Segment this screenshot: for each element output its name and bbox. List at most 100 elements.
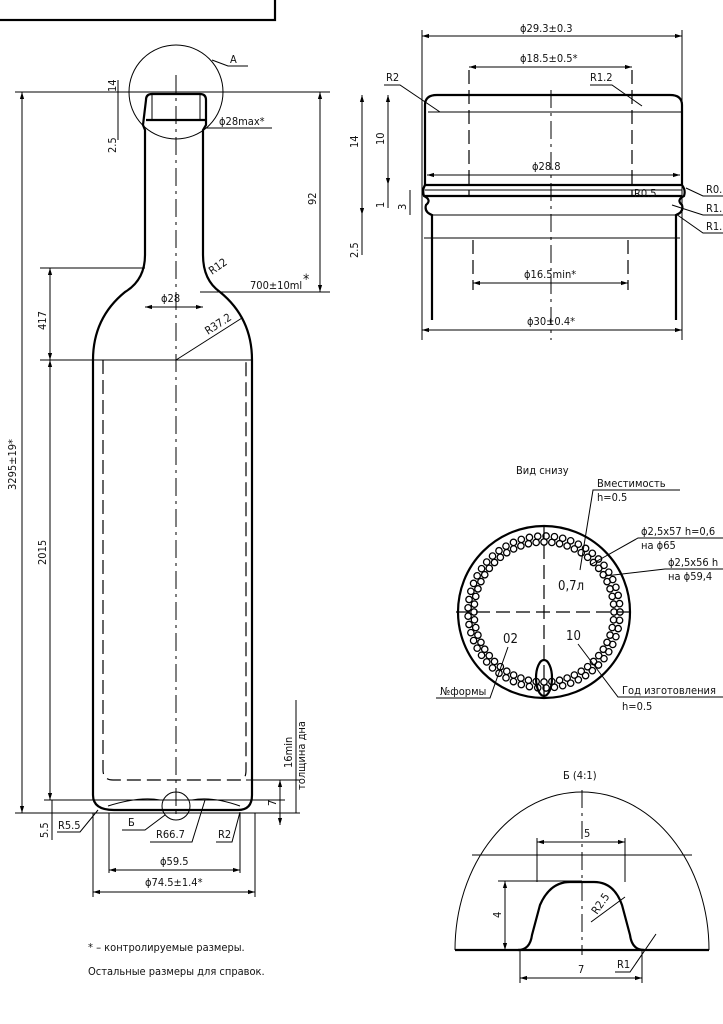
note-controlled: * – контролируемые размеры. [88, 941, 245, 954]
bottom-dot [465, 620, 473, 629]
bottom-dot [606, 585, 614, 593]
bottom-dot [477, 638, 485, 647]
bottom-dot [594, 651, 603, 660]
dim-finish-14: 14 [348, 135, 361, 148]
dots-inner-spec: ϕ2,5x56 h [668, 556, 718, 569]
bottom-dot [469, 636, 478, 645]
bottom-dot [574, 540, 583, 549]
bottom-dot [555, 676, 564, 685]
dim-finish-1: 1 [374, 202, 387, 208]
dim-detail-r1: R1 [617, 958, 630, 971]
bottom-dot [485, 651, 494, 660]
mold-number-mark: 02 [503, 632, 518, 647]
bottom-dot [496, 553, 505, 562]
bottom-dot [490, 558, 499, 567]
bottom-dot [532, 538, 541, 547]
bottom-dot [608, 623, 617, 632]
dim-2015: 2015 [36, 540, 49, 565]
bottom-dot [606, 631, 614, 639]
finish-detail-view: ϕ29.3±0.3 ϕ18.5±0.5* R2 R1.2 ϕ28.8 R0.5 … [348, 22, 723, 340]
bottom-dot [477, 577, 485, 586]
bottom-dot [482, 658, 491, 666]
bottom-dot [509, 671, 518, 679]
dim-d18-5: ϕ18.5±0.5* [520, 52, 578, 65]
bottom-view-title: Вид снизу [516, 464, 569, 477]
bottom-dot [480, 570, 489, 579]
bottom-dot [517, 542, 525, 550]
bottom-dot [588, 666, 597, 675]
dim-d29-3: ϕ29.3±0.3 [520, 22, 573, 35]
dim-d16-5: ϕ16.5min* [524, 268, 576, 281]
year-label: Год изготовления [622, 684, 716, 697]
dim-r66-7: R66.7 [156, 828, 185, 841]
bottom-dot [502, 542, 510, 551]
capacity-label: Вместимость [597, 477, 666, 490]
dim-5-5: 5.5 [38, 822, 51, 838]
bottom-dot [574, 675, 583, 684]
bottom-dot [471, 623, 480, 632]
dim-bottom-thickness: 16min [282, 737, 295, 768]
note-reference: Остальные размеры для справок. [88, 965, 265, 978]
capacity-height: h=0.5 [597, 491, 627, 504]
dim-14: 14 [106, 79, 119, 92]
bottom-dot [583, 662, 592, 671]
bottom-dot [599, 645, 608, 654]
bottom-dot [464, 612, 472, 621]
bottom-dot [577, 548, 586, 557]
bottom-dot [581, 671, 590, 680]
bottom-dot [485, 564, 494, 573]
bottom-dot [467, 587, 475, 596]
year-mark: 10 [566, 629, 581, 644]
dim-detail-4: 4 [491, 912, 504, 918]
dim-detail-r2-5: R2.5 [589, 891, 613, 917]
bottom-dot [547, 538, 556, 547]
bottom-dot [480, 645, 489, 654]
bottom-view: Вид снизу 0,7л 02 10 Вместимость h=0.5 ϕ… [436, 464, 723, 713]
bottom-dot [473, 571, 482, 580]
bottom-dot [502, 548, 511, 557]
volume-star: * [303, 272, 309, 288]
callout-a: A [230, 53, 237, 66]
bottom-dot [566, 679, 575, 688]
bottom-thickness-label: толщина дна [295, 721, 308, 790]
bottom-dot [525, 682, 534, 691]
bottom-dot [474, 631, 482, 639]
bottom-dot [524, 539, 533, 548]
bottom-dot [477, 564, 486, 573]
bottom-dot [577, 667, 586, 676]
detail-b-circle [161, 791, 191, 821]
dim-2-5: 2.5 [106, 137, 119, 153]
bottom-dot [509, 677, 518, 686]
callout-b: Б [128, 816, 135, 829]
dim-total-height: 3295±19* [6, 439, 19, 490]
bottom-dot [502, 667, 511, 676]
bottom-dot [482, 558, 491, 566]
bottom-dot [555, 539, 564, 548]
bottom-dot [583, 553, 592, 562]
dots-outer-spec: ϕ2,5x57 h=0,6 [641, 525, 715, 538]
bottom-dot [563, 674, 571, 682]
volume-label: 700±10ml [250, 279, 302, 292]
bottom-dot [517, 680, 526, 689]
dim-d30: ϕ30±0.4* [527, 315, 575, 328]
dots-outer-diameter: на ϕ65 [641, 539, 676, 552]
dim-detail-7: 7 [578, 963, 584, 976]
dim-92: 92 [306, 192, 319, 205]
year-height: h=0.5 [622, 700, 652, 713]
bottom-dot [517, 535, 526, 544]
bottom-dot [467, 628, 475, 637]
detail-b-view: Б (4:1) 5 4 R2.5 R1 7 [454, 769, 710, 983]
bottom-dot [599, 570, 608, 579]
bottom-dot [609, 600, 618, 609]
bottom-dot [517, 674, 525, 682]
bottom-dot [603, 638, 611, 647]
detail-b-title: Б (4:1) [563, 769, 597, 782]
bottom-dot [540, 678, 548, 686]
bottom-dot [603, 577, 611, 586]
title-block [0, 0, 277, 22]
bottom-dot [490, 657, 499, 666]
bottom-dot [470, 600, 479, 609]
bottom-dot [502, 673, 510, 682]
bottom-dot [465, 595, 473, 604]
bottom-dot [473, 644, 482, 653]
